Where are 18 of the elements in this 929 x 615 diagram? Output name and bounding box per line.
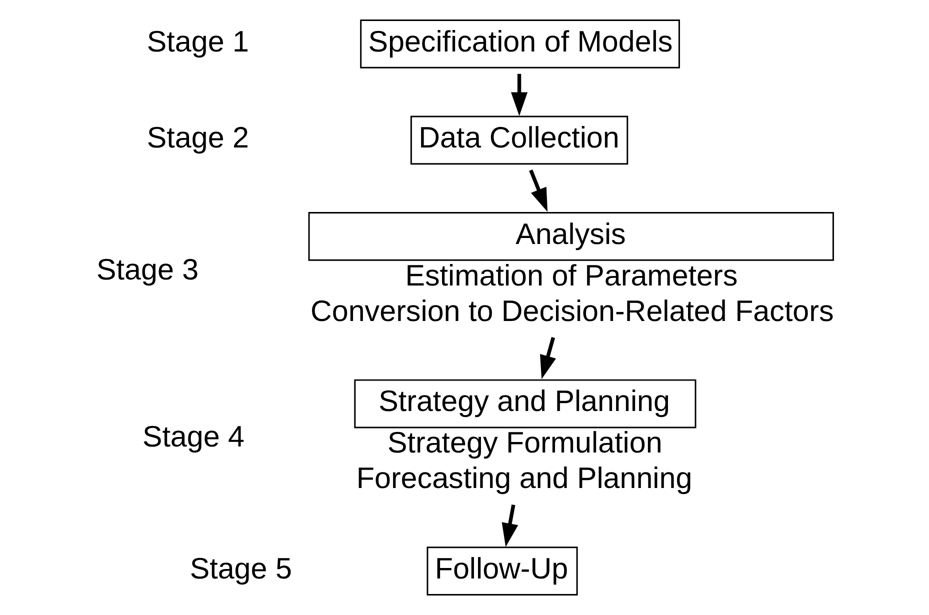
node-label: Strategy Formulation [387,426,662,460]
node-box: Strategy and Planning [354,379,696,428]
node-box: Analysis [308,212,834,261]
label: Stage 4 [142,420,245,454]
node-label: Estimation of Parameters [405,259,738,292]
node-box: Follow-Up [426,546,578,596]
label: Stage 1 [146,25,249,58]
arrow [510,74,528,116]
node-label: Forecasting and Planning [356,462,692,496]
node-box: Specification of Models [360,19,680,68]
arrow [502,504,518,547]
arrow [529,170,548,212]
label: Stage 2 [146,122,249,155]
label: Stage 5 [190,552,292,586]
node-box: Data Collection [410,116,628,165]
node-label: Conversion to Decision-Related Factors [310,294,834,328]
arrow [540,336,556,380]
label: Stage 3 [96,253,199,286]
